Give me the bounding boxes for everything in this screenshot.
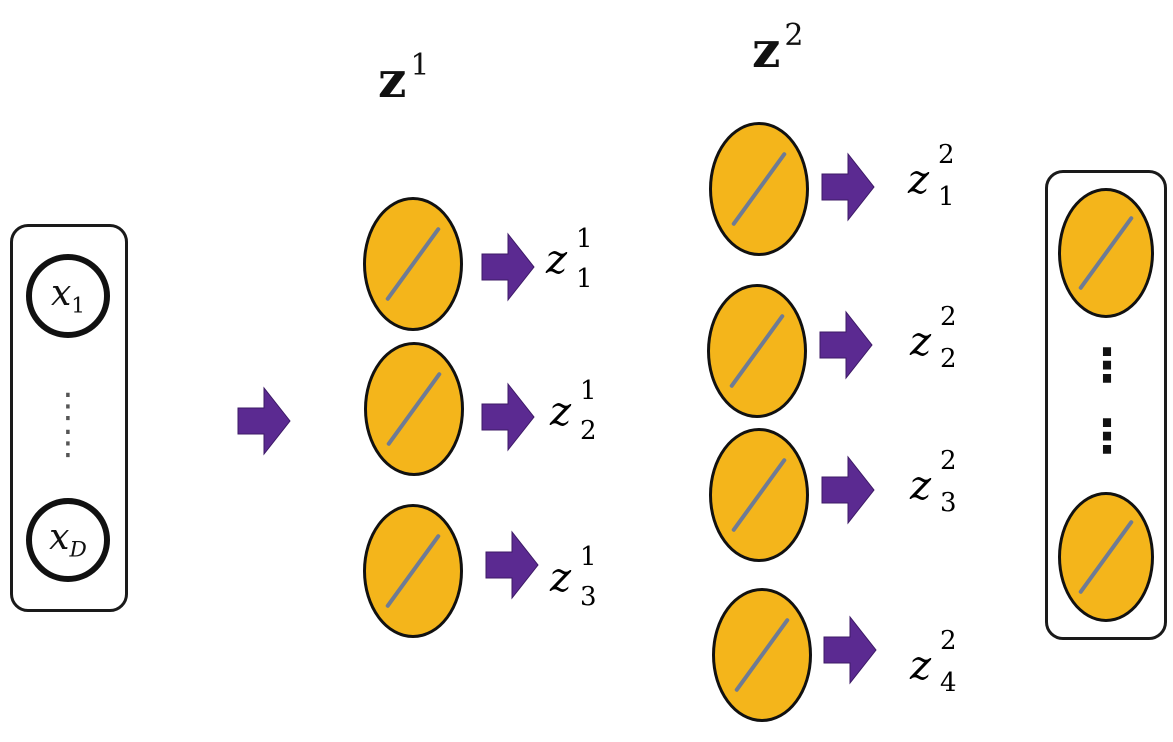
layer2-neuron-1 xyxy=(709,122,809,256)
layer1-label-1: z 1 1 xyxy=(546,226,593,292)
linear-activation-icon xyxy=(385,371,443,447)
layer1-label-1-base: z xyxy=(546,237,568,283)
output-ellipsis: ⋮ ⋮ xyxy=(1084,330,1130,473)
input-ellipsis-bottom: ⋮ xyxy=(51,423,85,464)
layer2-title-sup: 2 xyxy=(784,18,804,53)
output-neuron-first xyxy=(1058,188,1154,318)
layer2-neuron-3 xyxy=(709,428,809,562)
input-ellipsis: ⋮ ⋮ xyxy=(48,386,88,464)
layer1-output-arrow-icon xyxy=(481,382,535,452)
layer2-output-arrow-icon xyxy=(823,615,877,685)
layer1-label-3-sup: 1 xyxy=(580,542,597,572)
linear-activation-icon xyxy=(384,533,442,609)
layer2-label-4-base: z xyxy=(910,643,932,689)
input-to-layer1-arrow-icon xyxy=(237,386,291,456)
layer2-label-1-sup: 2 xyxy=(938,140,955,170)
layer2-label-2-base: z xyxy=(910,319,932,365)
output-neuron-last xyxy=(1058,492,1154,622)
linear-activation-icon xyxy=(730,151,788,227)
layer1-label-2: z 1 2 xyxy=(550,378,597,444)
input-node-xd-sub: D xyxy=(69,537,87,563)
input-node-x1-sub: 1 xyxy=(71,293,86,319)
layer2-label-2-sub: 2 xyxy=(940,344,957,374)
layer1-label-2-sup: 1 xyxy=(580,376,597,406)
layer2-label-1: z 2 1 xyxy=(908,142,955,210)
input-node-x1-base: x xyxy=(50,273,72,315)
layer2-label-3: z 2 3 xyxy=(910,448,957,516)
layer1-label-3-sub: 3 xyxy=(580,582,597,612)
layer1-label-3-base: z xyxy=(550,555,572,601)
layer2-label-3-base: z xyxy=(910,463,932,509)
layer1-label-2-base: z xyxy=(550,389,572,435)
layer2-label-1-sub: 1 xyxy=(938,182,955,212)
layer1-output-arrow-icon xyxy=(485,530,539,600)
layer2-label-4-sub: 4 xyxy=(940,668,957,698)
layer2-output-arrow-icon xyxy=(821,455,875,525)
output-ellipsis-top: ⋮ xyxy=(1084,338,1130,392)
layer2-label-4: z 2 4 xyxy=(910,628,957,696)
input-node-x1: x1 xyxy=(26,254,110,338)
linear-activation-icon xyxy=(733,617,791,693)
layer2-label-3-sub: 3 xyxy=(940,488,957,518)
layer1-title-base: z xyxy=(378,50,407,109)
layer2-output-arrow-icon xyxy=(821,152,875,222)
linear-activation-icon xyxy=(728,313,786,389)
input-ellipsis-top: ⋮ xyxy=(51,386,85,426)
linear-activation-icon xyxy=(1077,215,1135,291)
layer1-neuron-3 xyxy=(363,504,463,638)
layer1-label-1-sup: 1 xyxy=(576,224,593,254)
layer2-label-4-sup: 2 xyxy=(940,626,957,656)
input-node-xd-base: x xyxy=(49,517,70,559)
layer2-neuron-2 xyxy=(707,284,807,418)
layer2-title-base: z xyxy=(752,20,781,79)
input-node-xd: xD xyxy=(26,498,110,582)
layer1-title-sup: 1 xyxy=(410,48,430,83)
layer2-label-1-base: z xyxy=(908,157,930,203)
layer2-output-arrow-icon xyxy=(819,310,873,380)
layer1-label-2-sub: 2 xyxy=(580,416,597,446)
layer1-label-1-sub: 1 xyxy=(576,264,593,294)
linear-activation-icon xyxy=(1077,519,1135,595)
layer1-neuron-2 xyxy=(364,342,464,476)
output-ellipsis-bottom: ⋮ xyxy=(1084,409,1130,464)
layer2-label-2: z 2 2 xyxy=(910,304,957,372)
layer2-neuron-4 xyxy=(712,588,812,722)
layer1-output-arrow-icon xyxy=(481,232,535,302)
layer2-label-3-sup: 2 xyxy=(940,446,957,476)
layer2-label-2-sup: 2 xyxy=(940,302,957,332)
layer1-neuron-1 xyxy=(363,197,463,331)
layer1-label-3: z 1 3 xyxy=(550,544,597,610)
linear-activation-icon xyxy=(730,457,788,533)
linear-activation-icon xyxy=(384,226,442,302)
